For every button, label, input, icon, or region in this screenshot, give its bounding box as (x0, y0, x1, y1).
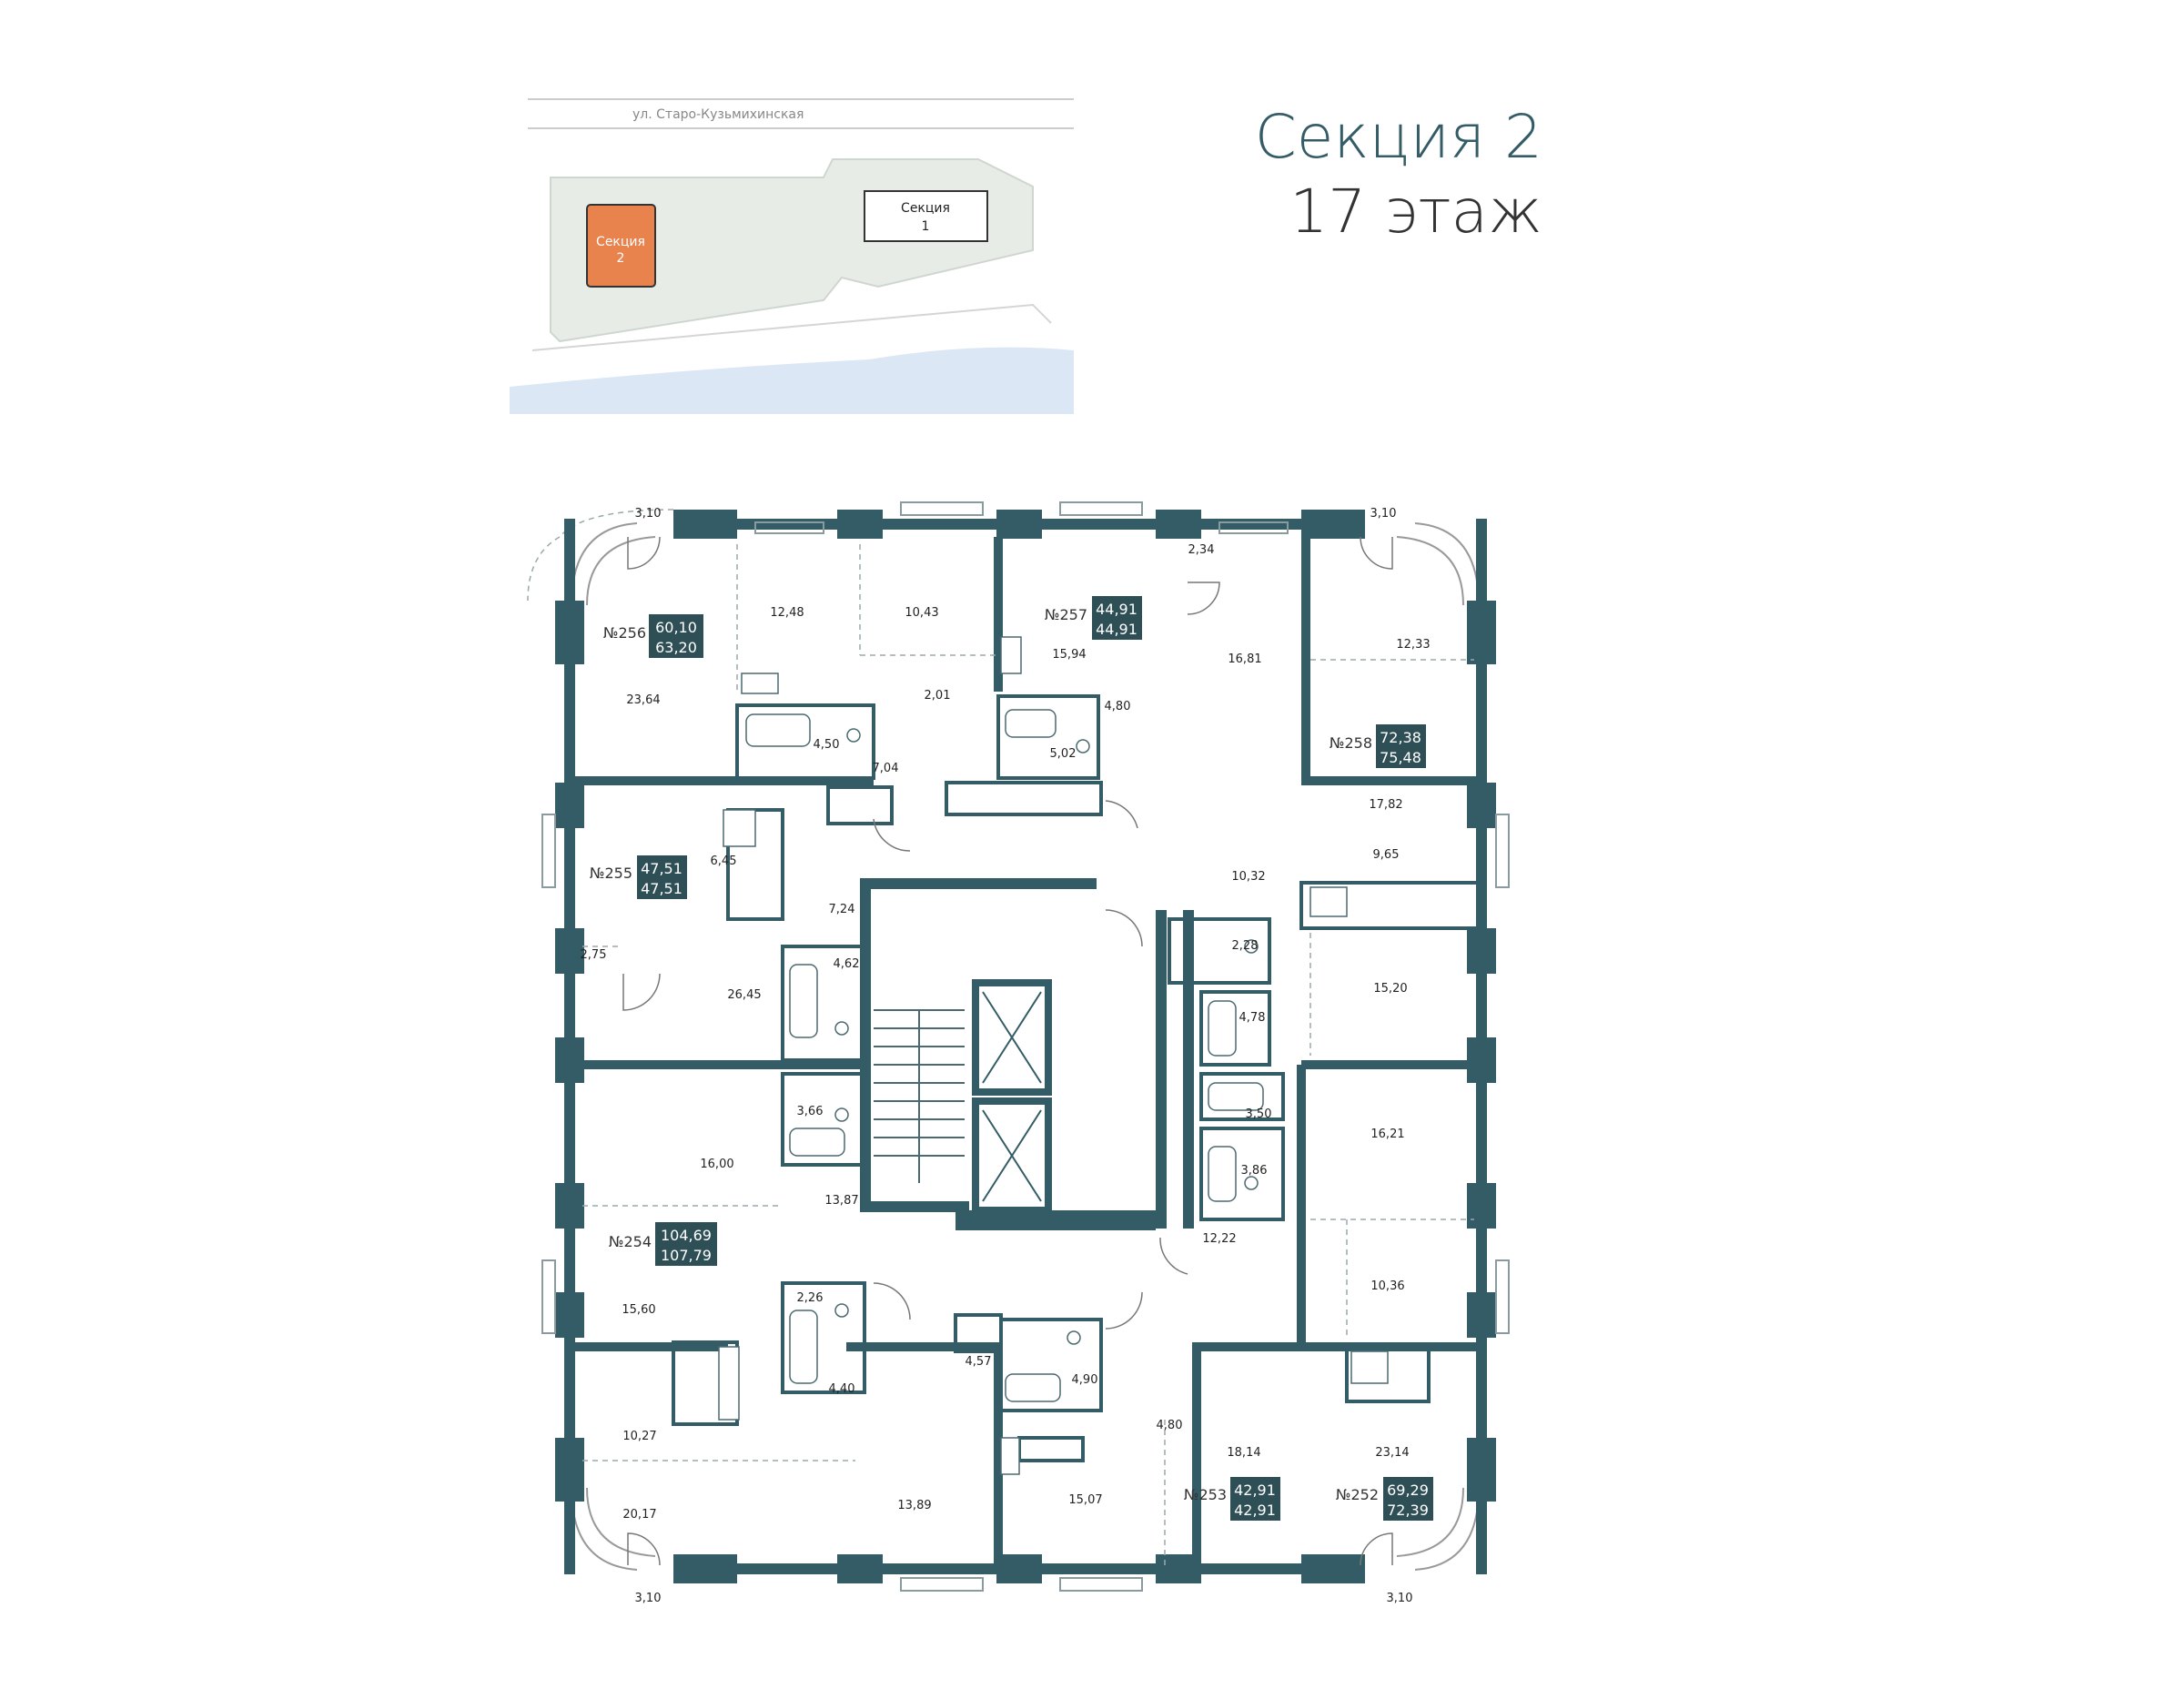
svg-text:2: 2 (617, 251, 625, 266)
room-area: 23,64 (626, 693, 660, 707)
svg-text:42,91: 42,91 (1234, 1482, 1276, 1499)
svg-text:104,69: 104,69 (661, 1227, 712, 1244)
room-area: 2,75 (581, 948, 607, 962)
svg-text:47,51: 47,51 (641, 880, 682, 897)
apartment-257[interactable]: №257 44,91 44,91 (1045, 596, 1142, 640)
section-2-block[interactable] (586, 204, 656, 288)
room-area: 2,34 (1188, 543, 1215, 557)
svg-text:44,91: 44,91 (1096, 601, 1138, 618)
room-area: 4,50 (814, 738, 840, 752)
svg-text:72,38: 72,38 (1380, 729, 1421, 746)
room-area: 9,65 (1373, 848, 1400, 862)
room-area: 17,82 (1369, 798, 1402, 812)
room-area: 16,81 (1228, 652, 1261, 666)
room-area: 2,28 (1232, 939, 1259, 953)
apartment-255[interactable]: №255 47,51 47,51 (590, 855, 687, 899)
room-area: 4,78 (1239, 1011, 1266, 1025)
svg-text:69,29: 69,29 (1387, 1482, 1429, 1499)
svg-text:75,48: 75,48 (1380, 749, 1421, 766)
room-area: 3,86 (1241, 1164, 1268, 1178)
room-area: 4,80 (1105, 700, 1131, 713)
apartment-256[interactable]: №256 60,10 63,20 (603, 614, 703, 658)
svg-text:Секция: Секция (901, 201, 950, 216)
room-area: 10,43 (905, 606, 938, 620)
apartment-253[interactable]: №253 42,91 42,91 (1184, 1477, 1280, 1521)
room-area: 6,45 (711, 855, 737, 868)
room-area: 10,27 (622, 1430, 656, 1443)
room-area: 12,33 (1396, 638, 1430, 652)
room-area: 2,26 (797, 1291, 824, 1305)
room-area: 10,32 (1231, 870, 1265, 884)
svg-text:72,39: 72,39 (1387, 1502, 1429, 1519)
svg-text:№258: №258 (1330, 734, 1372, 752)
room-area: 4,57 (966, 1355, 992, 1369)
room-area: 3,10 (1387, 1592, 1413, 1605)
svg-text:107,79: 107,79 (661, 1247, 712, 1264)
room-area: 15,07 (1068, 1493, 1102, 1507)
apartment-254[interactable]: №254 104,69 107,79 (609, 1222, 717, 1266)
room-area: 15,20 (1373, 982, 1407, 996)
svg-text:44,91: 44,91 (1096, 621, 1138, 638)
room-area: 4,62 (834, 957, 860, 971)
room-area: 7,04 (873, 762, 899, 775)
room-area: 3,50 (1246, 1107, 1272, 1121)
apartment-252[interactable]: №252 69,29 72,39 (1336, 1477, 1433, 1521)
room-area: 13,89 (897, 1499, 931, 1512)
room-area: 18,14 (1227, 1446, 1260, 1460)
svg-text:№255: №255 (590, 865, 632, 882)
page-title: Секция 2 17 этаж (1255, 100, 1542, 249)
room-area: 12,48 (770, 606, 804, 620)
room-area: 16,21 (1370, 1128, 1404, 1141)
room-area: 15,60 (622, 1303, 655, 1317)
svg-text:№254: №254 (609, 1233, 652, 1250)
room-area: 13,87 (824, 1194, 858, 1208)
room-area: 10,36 (1370, 1279, 1404, 1293)
svg-text:47,51: 47,51 (641, 860, 682, 877)
room-area: 3,10 (635, 1592, 662, 1605)
section-1-block[interactable] (864, 190, 988, 242)
room-area: 4,40 (829, 1382, 855, 1396)
room-area: 26,45 (727, 988, 761, 1002)
room-area: 4,80 (1157, 1419, 1183, 1432)
room-area: 20,17 (622, 1508, 656, 1522)
svg-text:№257: №257 (1045, 606, 1087, 623)
room-area: 12,22 (1202, 1232, 1236, 1246)
room-area: 15,94 (1052, 648, 1086, 662)
svg-text:№252: №252 (1336, 1486, 1379, 1503)
svg-text:№253: №253 (1184, 1486, 1227, 1503)
svg-text:№256: №256 (603, 624, 646, 642)
svg-text:60,10: 60,10 (655, 619, 697, 636)
floor-title: 17 этаж (1289, 177, 1542, 247)
street-label: ул. Старо-Кузьмихинская (632, 107, 804, 122)
room-area: 3,66 (797, 1105, 824, 1118)
room-area: 2,01 (925, 689, 951, 703)
svg-text:42,91: 42,91 (1234, 1502, 1276, 1519)
room-area: 16,00 (700, 1158, 733, 1171)
site-plan: ул. Старо-Кузьмихинская Секция 1 Секция … (510, 98, 1074, 414)
svg-text:Секция: Секция (596, 235, 645, 249)
room-area: 5,02 (1050, 747, 1077, 761)
apartment-258[interactable]: №258 72,38 75,48 (1330, 724, 1426, 768)
svg-text:63,20: 63,20 (655, 639, 697, 656)
room-area: 23,14 (1375, 1446, 1409, 1460)
room-area: 3,10 (635, 507, 662, 521)
room-area: 4,90 (1072, 1373, 1098, 1387)
room-area: 7,24 (829, 903, 855, 916)
room-area: 3,10 (1370, 507, 1397, 521)
svg-text:1: 1 (922, 219, 930, 234)
section-title: Секция 2 (1254, 102, 1542, 172)
